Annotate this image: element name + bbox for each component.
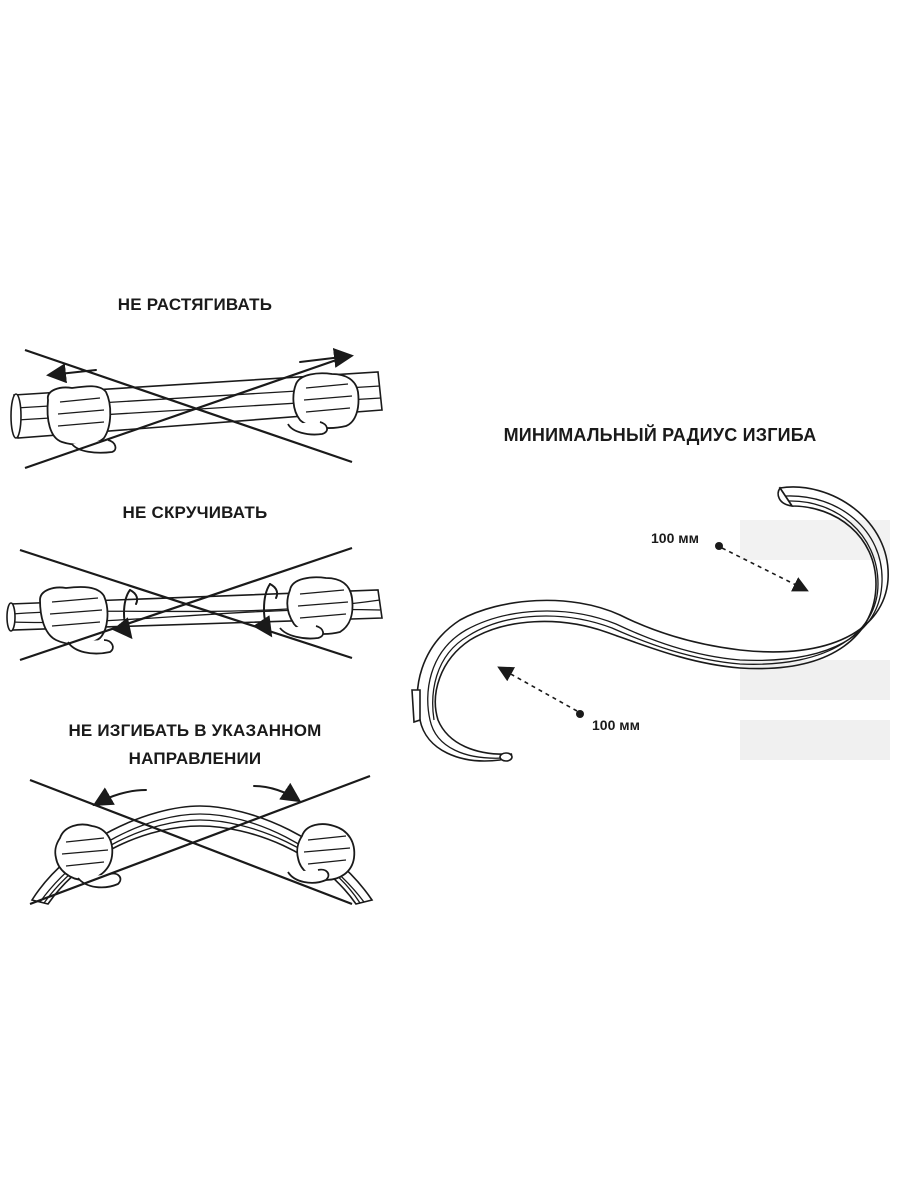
radius-dimension-lower: 100 мм xyxy=(592,717,640,733)
left-hand-icon xyxy=(46,385,117,454)
twist-illustration xyxy=(6,546,383,662)
s-profile-strip xyxy=(416,486,889,762)
stretch-warning-label: НЕ РАСТЯГИВАТЬ xyxy=(117,295,273,314)
radius-dimension-upper: 100 мм xyxy=(651,530,699,546)
bend-warning-label: НЕ ИЗГИБАТЬ В УКАЗАННОМ НАПРАВЛЕНИИ xyxy=(10,717,380,773)
bend-warning-label-line1: НЕ ИЗГИБАТЬ В УКАЗАННОМ xyxy=(68,721,322,740)
bend-warning-label-line2: НАПРАВЛЕНИИ xyxy=(128,749,262,768)
s-curve-profile xyxy=(411,486,889,762)
radius-dimension-leaders xyxy=(497,542,809,718)
bend-profile-arc xyxy=(30,805,374,905)
background-watermark xyxy=(740,520,890,760)
stretch-illustration xyxy=(10,347,383,470)
right-hand-icon xyxy=(279,576,354,640)
right-hand-icon xyxy=(287,372,360,436)
min-radius-title: МИНИМАЛЬНЫЙ РАДИУС ИЗГИБА xyxy=(503,425,817,445)
twist-warning-label: НЕ СКРУЧИВАТЬ xyxy=(122,503,268,522)
left-hand-icon xyxy=(54,823,122,889)
left-hand-icon xyxy=(39,586,114,655)
right-hand-icon xyxy=(287,823,356,884)
bend-illustration xyxy=(29,774,374,906)
